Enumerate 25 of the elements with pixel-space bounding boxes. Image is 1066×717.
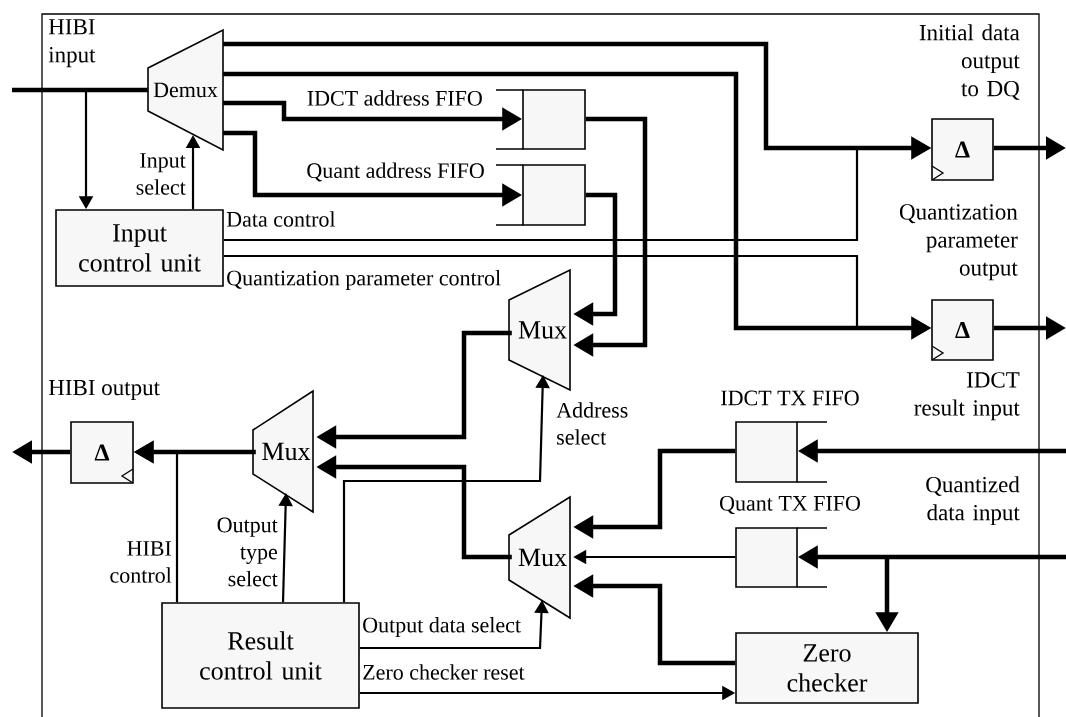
edge-label: Input select [136,153,186,195]
node-label: Quant TX FIFO [720,495,860,515]
node-label: IDCT TX FIFO [721,390,859,406]
signal-label: Quantized data input [926,476,1020,526]
node-label: IDCT address FIFO [307,90,482,106]
connector-line [12,87,148,93]
edge-label: Data control [226,211,336,227]
fifo-buffer: IDCT TX FIFO [721,390,859,483]
edge-label: HIBI control [110,541,172,583]
process-box: Zero checker [735,632,919,704]
process-box: Result control unit [161,602,360,709]
edge-label: Zero checker reset [363,664,525,680]
register-box: Δ [70,421,134,484]
fifo-buffer: Quant TX FIFO [720,495,860,588]
register-box: Δ [931,118,994,181]
edge-label: Address select [556,402,628,445]
edge-label: Quantization parameter control [227,270,501,290]
signal-label: HIBI input [48,19,96,68]
edge-label: Output data select [363,617,521,637]
process-box: Input control unit [55,209,224,287]
signal-label: Quantization parameter output [899,204,1018,281]
edge-label: Output type select [217,517,278,587]
fifo-buffer: IDCT address FIFO [307,89,586,150]
node-label: Quant address FIFO [307,162,484,182]
register-box: Δ [931,299,994,361]
